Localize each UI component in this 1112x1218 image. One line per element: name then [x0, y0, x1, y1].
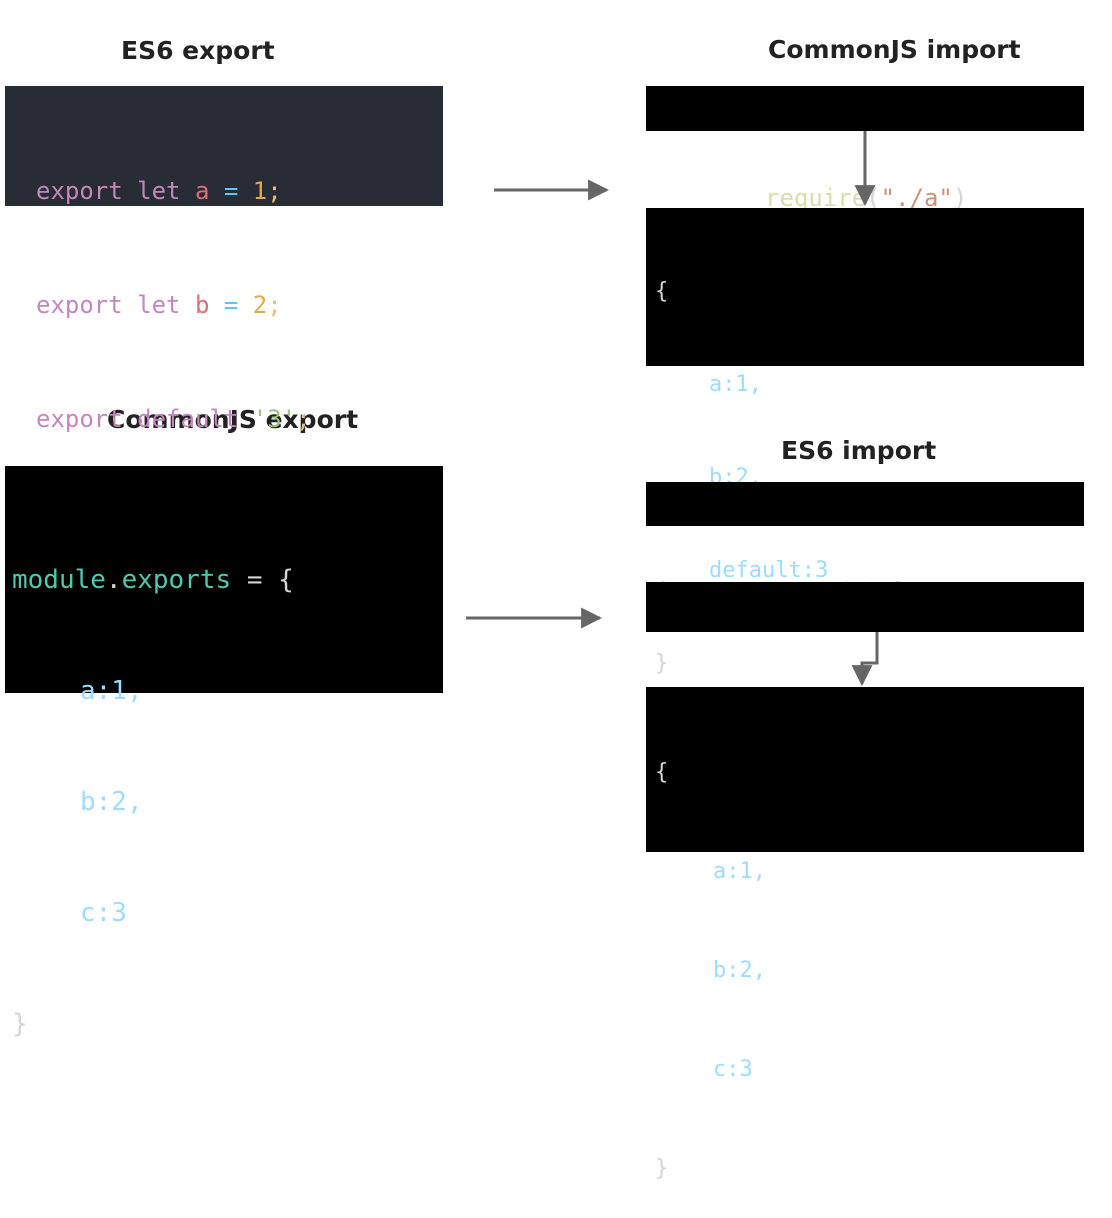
code-token: ;: [267, 177, 282, 205]
es6-export-code-panel: export let a = 1; export let b = 2; expo…: [5, 86, 443, 433]
code-token: "./a": [880, 184, 953, 212]
code-token: let: [137, 291, 181, 319]
code-token: '3': [252, 405, 297, 433]
code-token: a: [194, 177, 210, 205]
code-line: export let b = 2;: [36, 286, 443, 324]
code-line: require("./a"): [765, 176, 1084, 221]
code-token: ;: [296, 405, 311, 433]
code-line: a:1,: [709, 372, 762, 397]
code-line: }: [655, 1156, 669, 1181]
code-line: b:2,: [713, 958, 766, 983]
code-line: }: [12, 1009, 28, 1039]
code-token: export: [36, 177, 123, 205]
code-token: =: [223, 177, 239, 205]
code-line: export let a = 1;: [36, 172, 443, 210]
code-line: module.exports = {: [12, 562, 443, 599]
code-token: ): [952, 184, 968, 212]
code-token: export: [36, 405, 123, 433]
code-token: ;: [267, 291, 282, 319]
code-line: a:1,: [713, 859, 766, 884]
code-line: }: [655, 651, 669, 676]
code-token: =: [223, 291, 239, 319]
code-token: b: [194, 291, 210, 319]
heading-commonjs-import: CommonJS import: [768, 35, 1021, 64]
heading-es6-import: ES6 import: [781, 436, 937, 465]
heading-es6-export: ES6 export: [121, 36, 275, 65]
arrow-import-default-to-result: [851, 632, 879, 687]
code-line: {: [655, 279, 669, 304]
code-token: require: [765, 184, 867, 212]
require-code-panel: require("./a"): [646, 86, 1084, 212]
code-token: 2: [252, 291, 268, 319]
code-line: export default '3';: [36, 400, 443, 438]
code-token: {: [278, 565, 294, 595]
code-token: export: [36, 291, 123, 319]
code-line: b:2,: [80, 787, 143, 817]
code-token: =: [246, 565, 263, 595]
heading-commonjs-export: CommonJS export: [107, 405, 359, 434]
code-token: let: [137, 177, 181, 205]
code-line: default:3: [709, 558, 829, 583]
code-token: 1: [252, 177, 268, 205]
code-line: {: [655, 760, 669, 785]
code-token: .: [105, 565, 122, 595]
arrows-layer: [466, 131, 879, 687]
code-line: a:1,: [80, 676, 143, 706]
code-token: module: [12, 565, 106, 595]
commonjs-result-panel: { a:1, b:2, default:3 }: [646, 208, 1084, 676]
code-token: default: [137, 405, 239, 433]
commonjs-export-code-panel: module.exports = { a:1, b:2, c:3 }: [5, 466, 443, 1039]
code-line: c:3: [80, 898, 127, 928]
code-line: c:3: [713, 1057, 753, 1082]
code-token: exports: [121, 565, 232, 595]
